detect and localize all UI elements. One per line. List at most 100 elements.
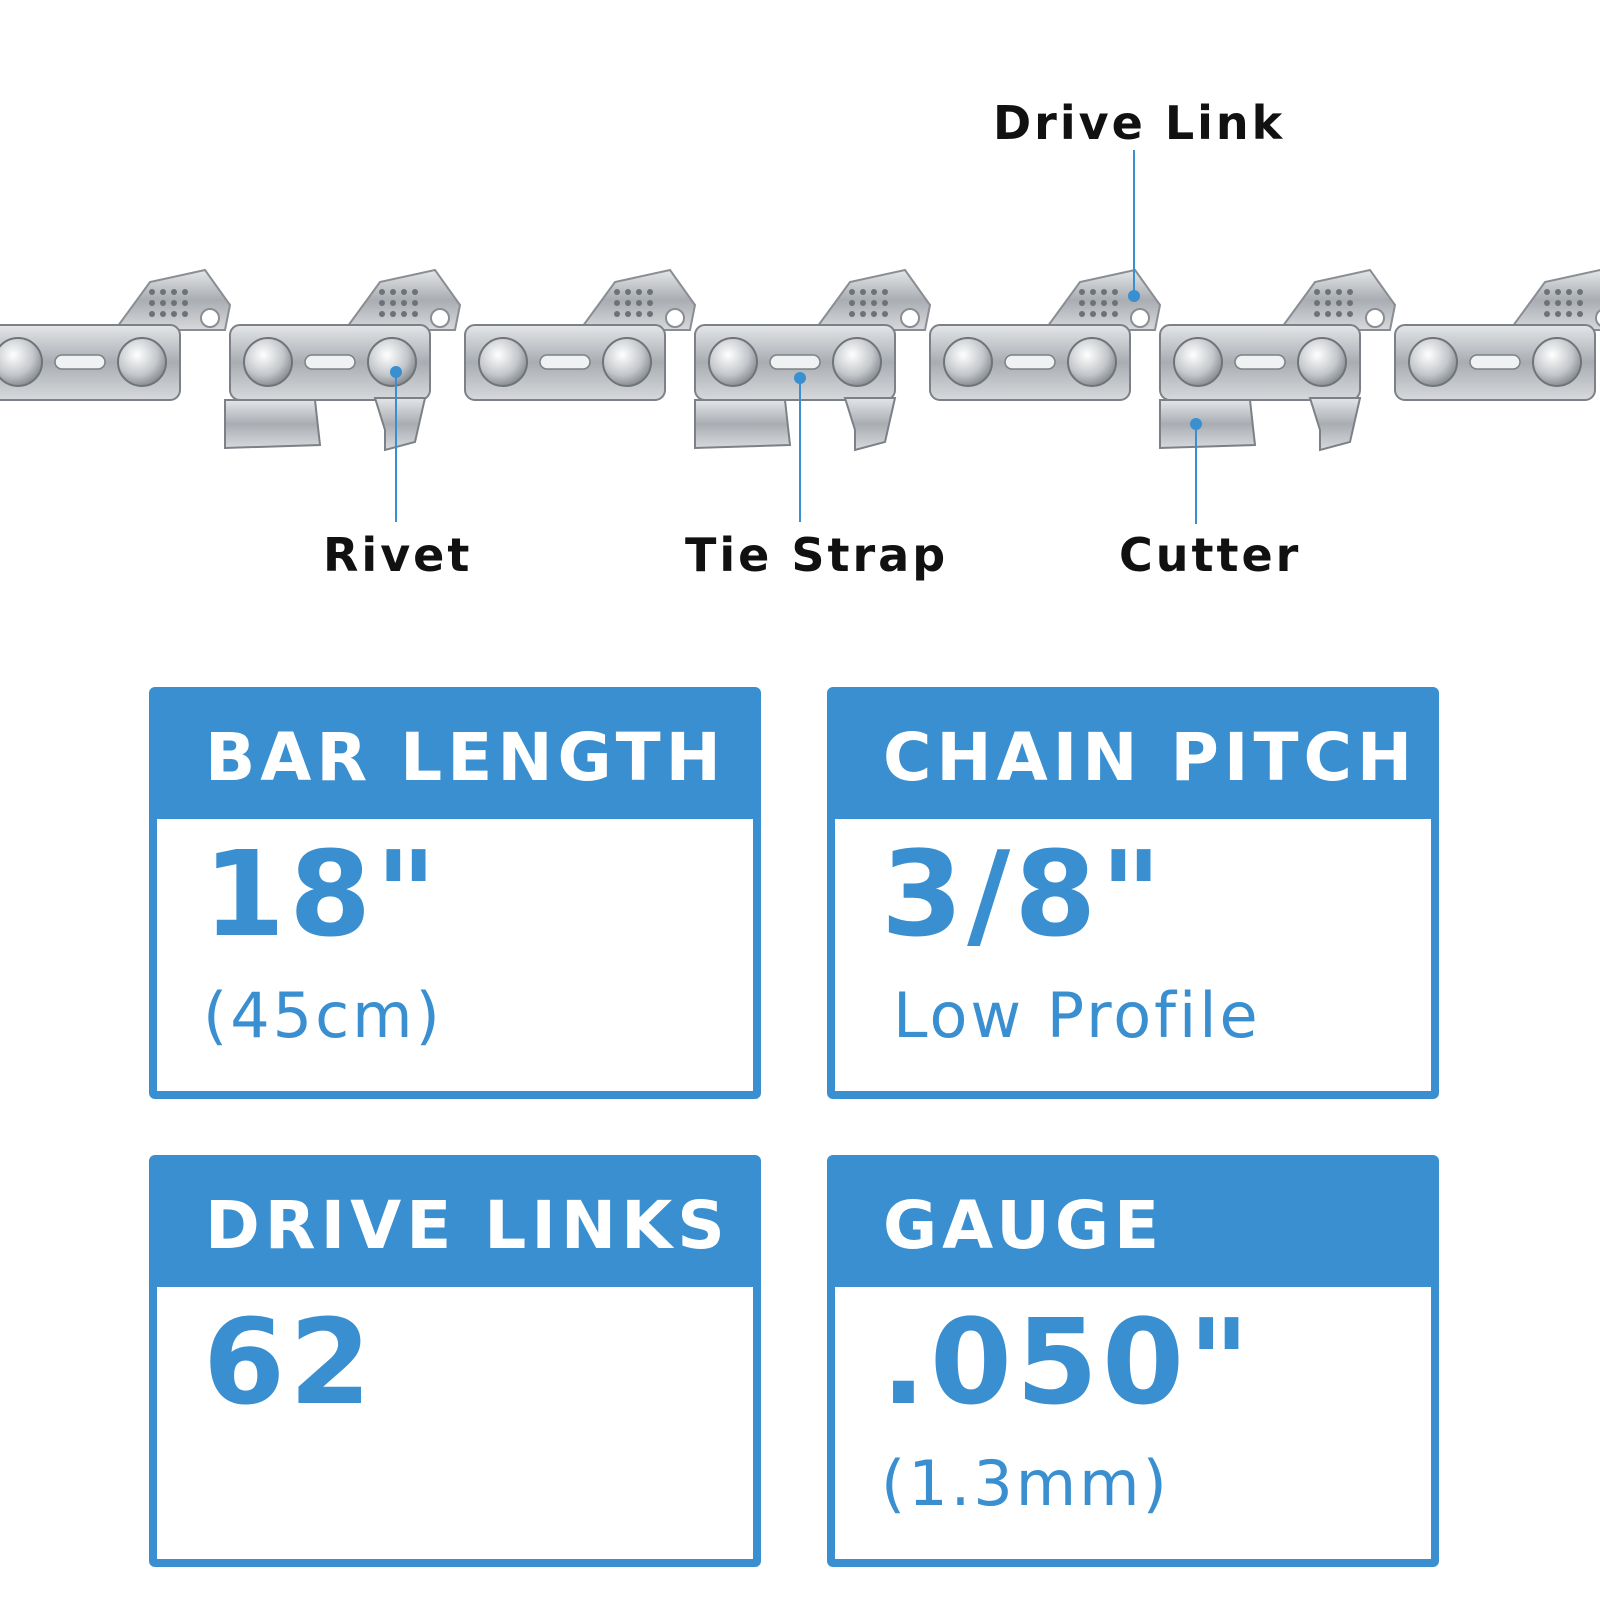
- drive-link-hole: [149, 300, 155, 306]
- drive-link-hole: [1577, 311, 1583, 317]
- drive-link-dot: [1128, 290, 1140, 302]
- cutter-blade: [1159, 399, 1257, 450]
- rivet: [117, 337, 167, 387]
- drive-link-hole: [647, 300, 653, 306]
- drive-link-hole: [379, 311, 385, 317]
- gauge-value: .050": [881, 1293, 1254, 1431]
- rivet: [478, 337, 528, 387]
- drive-link-hole: [1325, 300, 1331, 306]
- drive-link-hole: [1112, 300, 1118, 306]
- depth-gauge: [1308, 397, 1362, 452]
- drive-link-hole: [625, 300, 631, 306]
- depth-gauge: [373, 397, 427, 452]
- drive-link-hole: [1090, 300, 1096, 306]
- drive-link-hole: [1079, 300, 1085, 306]
- drive-link-hole: [614, 300, 620, 306]
- chain-pitch-value: 3/8": [881, 825, 1166, 963]
- cutter-leader: [1195, 424, 1197, 524]
- drive-link-hole: [1112, 311, 1118, 317]
- bar-length-title: BAR LENGTH: [157, 695, 753, 819]
- drive-link-hole: [614, 289, 620, 295]
- drive-link-hole: [1112, 289, 1118, 295]
- drive-link-hole: [1336, 311, 1342, 317]
- drive-link-hole: [412, 311, 418, 317]
- drive-links-card: DRIVE LINKS 62: [149, 1155, 761, 1567]
- rivet-leader: [395, 372, 397, 522]
- depth-gauge: [843, 397, 897, 452]
- drive-link-hole: [636, 300, 642, 306]
- drive-link-hole: [1544, 300, 1550, 306]
- drive-link-hole: [171, 311, 177, 317]
- rivet: [1173, 337, 1223, 387]
- rivet: [367, 337, 417, 387]
- rivet-label: Rivet: [323, 528, 473, 582]
- drive-link-hole: [849, 289, 855, 295]
- drive-link-hole: [1336, 289, 1342, 295]
- drive-link-hole: [882, 300, 888, 306]
- drive-link-hole: [1101, 289, 1107, 295]
- drive-link-hole: [1544, 289, 1550, 295]
- drive-link-eye: [900, 308, 920, 328]
- drive-link-leader: [1133, 150, 1135, 294]
- rivet: [943, 337, 993, 387]
- drive-links-value: 62: [203, 1293, 376, 1431]
- drive-link-hole: [171, 289, 177, 295]
- rivet: [1532, 337, 1582, 387]
- cutter-blade: [694, 399, 792, 450]
- tie-strap-leader: [799, 378, 801, 522]
- rivet: [0, 337, 43, 387]
- drive-links-title: DRIVE LINKS: [157, 1163, 753, 1287]
- saw-chain-illustration: [0, 268, 1600, 452]
- rivet-dot: [390, 366, 402, 378]
- drive-link-hole: [849, 300, 855, 306]
- tie-strap-slot: [54, 354, 106, 370]
- drive-link-hole: [636, 311, 642, 317]
- drive-link-hole: [860, 289, 866, 295]
- drive-link-hole: [860, 300, 866, 306]
- bar-length-card: BAR LENGTH 18" (45cm): [149, 687, 761, 1099]
- tie-strap-slot: [1469, 354, 1521, 370]
- drive-link-hole: [412, 289, 418, 295]
- drive-link-hole: [1101, 300, 1107, 306]
- drive-link-hole: [401, 311, 407, 317]
- drive-link-hole: [871, 289, 877, 295]
- tie-strap-dot: [794, 372, 806, 384]
- gauge-metric: (1.3mm): [881, 1447, 1170, 1520]
- drive-link-hole: [1336, 300, 1342, 306]
- drive-link-hole: [390, 311, 396, 317]
- drive-link-hole: [1347, 311, 1353, 317]
- cutter-blade: [224, 399, 322, 450]
- drive-link-hole: [882, 311, 888, 317]
- drive-link-hole: [390, 300, 396, 306]
- drive-link-hole: [625, 289, 631, 295]
- drive-link-hole: [1079, 289, 1085, 295]
- drive-link-label: Drive Link: [993, 96, 1286, 150]
- tie-strap-slot: [1004, 354, 1056, 370]
- drive-link-hole: [614, 311, 620, 317]
- drive-link-hole: [1555, 289, 1561, 295]
- tie-strap-slot: [304, 354, 356, 370]
- bar-length-value: 18": [203, 825, 441, 963]
- rivet: [1408, 337, 1458, 387]
- drive-link-hole: [1577, 289, 1583, 295]
- drive-link-hole: [882, 289, 888, 295]
- drive-link-hole: [1555, 311, 1561, 317]
- gauge-card: GAUGE .050" (1.3mm): [827, 1155, 1439, 1567]
- drive-link-hole: [160, 311, 166, 317]
- drive-link-tooth: [1508, 268, 1600, 331]
- drive-link-hole: [647, 289, 653, 295]
- drive-link-eye: [1130, 308, 1150, 328]
- drive-link-hole: [1347, 300, 1353, 306]
- drive-link-eye: [200, 308, 220, 328]
- rivet: [708, 337, 758, 387]
- drive-link-hole: [182, 289, 188, 295]
- drive-link-hole: [1566, 289, 1572, 295]
- tie-strap-slot: [1234, 354, 1286, 370]
- chain-pitch-title: CHAIN PITCH: [835, 695, 1431, 819]
- drive-link-hole: [1101, 311, 1107, 317]
- drive-link-hole: [160, 289, 166, 295]
- drive-link-hole: [647, 311, 653, 317]
- drive-link-hole: [379, 289, 385, 295]
- drive-link-hole: [1325, 289, 1331, 295]
- drive-link-hole: [1566, 311, 1572, 317]
